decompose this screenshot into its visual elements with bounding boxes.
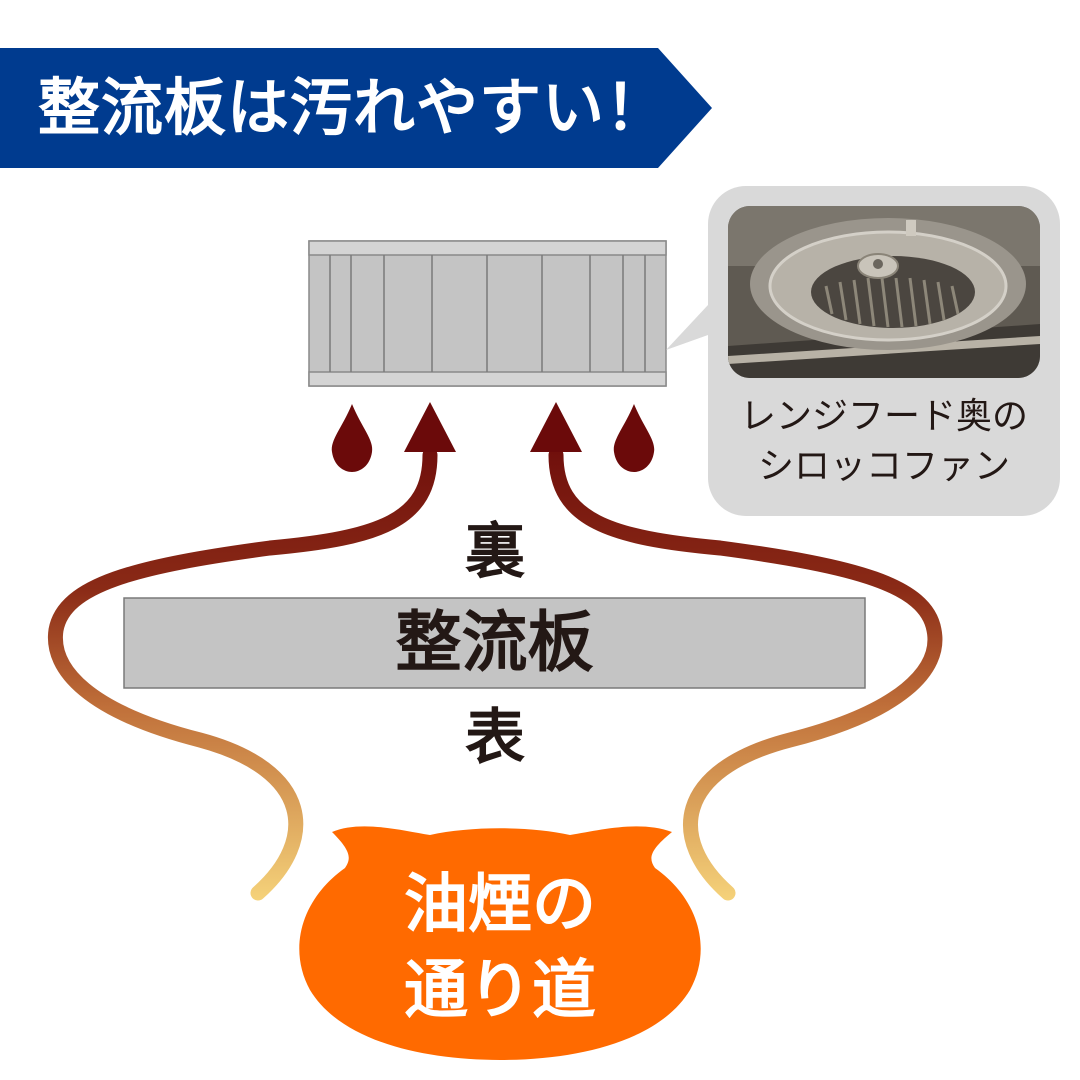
oil-smoke-label: 油煙の 通り道 bbox=[330, 862, 670, 1034]
left-arrow-head bbox=[404, 402, 456, 452]
fan-photo-callout: レンジフード奥の シロッコファン bbox=[708, 186, 1060, 516]
rectifier-plate bbox=[123, 597, 866, 689]
fan-caption: レンジフード奥の シロッコファン bbox=[708, 392, 1060, 492]
oil-smoke-line2: 通り道 bbox=[404, 954, 596, 1028]
fan-box-drawing bbox=[308, 240, 667, 387]
fan-caption-line2: シロッコファン bbox=[757, 446, 1010, 487]
sirocco-fan-photo bbox=[728, 206, 1040, 378]
banner-shape bbox=[0, 48, 712, 168]
left-flow-arrow bbox=[47, 447, 438, 901]
title-banner: 整流板は汚れやすい！ bbox=[0, 48, 712, 168]
oil-drop-right bbox=[613, 404, 655, 472]
oil-smoke-line1: 油煙の bbox=[404, 868, 596, 942]
oil-drop-left bbox=[331, 404, 373, 472]
oil-smoke-bubble bbox=[299, 826, 701, 1060]
right-arrow-head bbox=[530, 402, 582, 452]
fan-caption-line1: レンジフード奥の bbox=[739, 396, 1028, 437]
back-side-label: 裏 bbox=[465, 517, 525, 587]
front-side-label: 表 bbox=[465, 703, 525, 773]
page-title: 整流板は汚れやすい！ bbox=[38, 71, 669, 144]
right-flow-arrow bbox=[548, 447, 943, 901]
plate-label: 整流板 bbox=[395, 604, 594, 681]
